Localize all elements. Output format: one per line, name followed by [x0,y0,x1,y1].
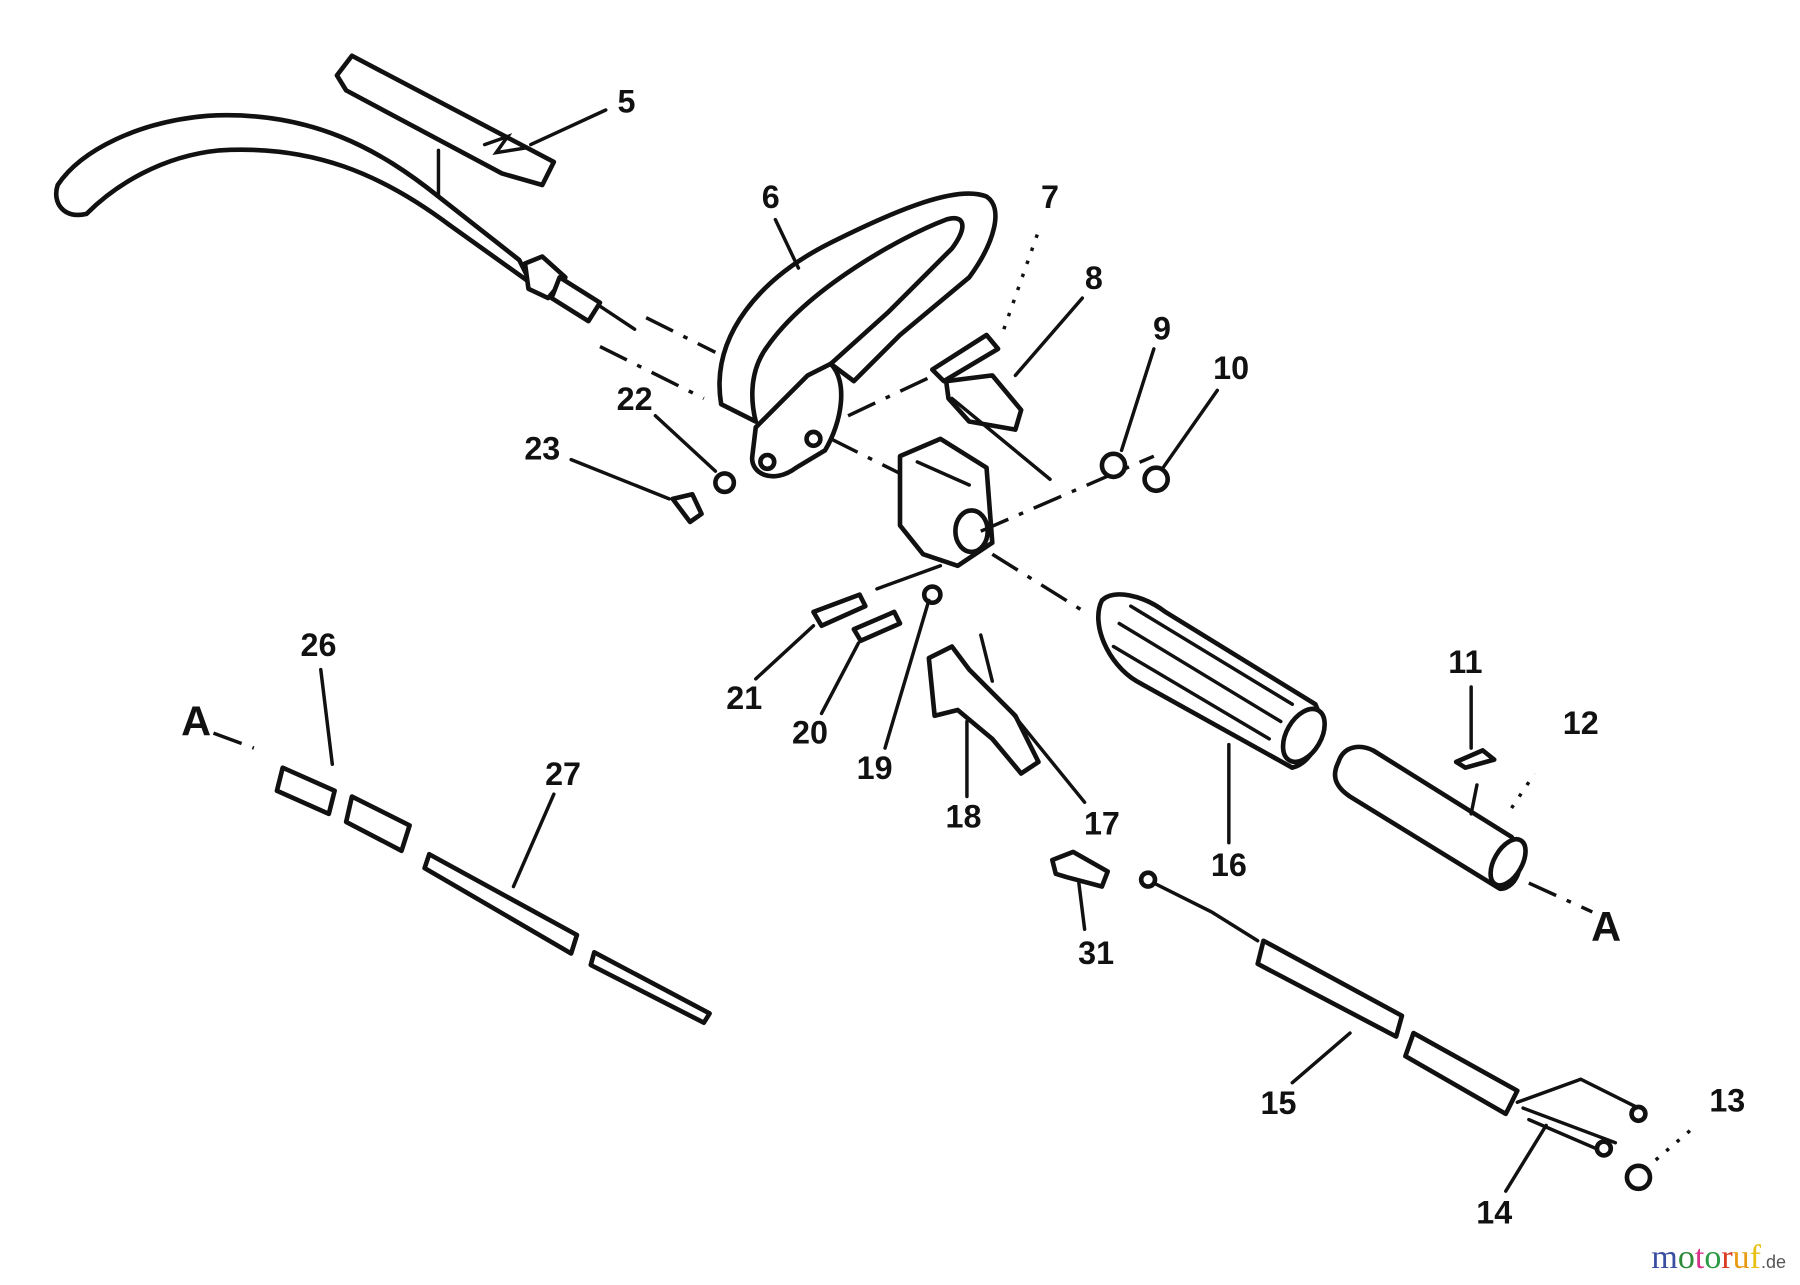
callout-18: 18 [945,799,981,835]
callout-16: 16 [1211,847,1247,883]
bolt-part [930,332,1001,384]
callout-26: 26 [300,627,336,663]
callout-27: 27 [545,756,581,792]
sleeve-part [343,794,412,854]
screw-part [811,592,868,629]
callout-8: 8 [1085,260,1103,296]
callout-31: 31 [1078,935,1114,971]
trigger-part [926,644,1041,776]
callout-13: 13 [1709,1083,1745,1119]
watermark-letter: o [1677,1239,1695,1276]
callout-20: 20 [792,714,828,750]
callout-a-right: A [1591,903,1621,950]
tube-part [1332,744,1528,892]
watermark-letter: m [1651,1239,1678,1276]
nut-part [1142,465,1170,494]
washer-part [921,584,943,605]
callout-23: 23 [524,431,560,467]
watermark-letter: t [1694,1239,1705,1276]
watermark-suffix: .de [1760,1252,1786,1272]
callout-10: 10 [1213,350,1249,386]
throttle-housing-part [897,436,995,569]
watermark-letter: o [1704,1239,1722,1276]
callout-5: 5 [618,83,636,119]
washer-part [713,471,737,495]
callout-15: 15 [1260,1085,1296,1121]
nut-part [1624,1163,1653,1192]
watermark-letter: r [1721,1239,1733,1276]
switch-part [943,373,1024,432]
grip-part [1096,592,1327,770]
leader-lines [319,108,1548,1193]
drive-shaft-part [422,851,580,956]
drive-shaft-part [588,950,712,1025]
cable-part [1138,870,1648,1158]
stopper-part [1049,849,1110,889]
callout-6: 6 [762,179,780,215]
centerline [599,316,717,401]
watermark-logo: motoruf.de [1651,1239,1786,1277]
sleeve-part [274,765,337,817]
callout-7: 7 [1041,179,1059,215]
screw-part [670,491,704,525]
screw-part [851,609,903,644]
watermark-letter: f [1749,1239,1761,1276]
watermark-letter: u [1732,1239,1750,1276]
callout-a-left: A [181,697,211,744]
callout-17: 17 [1084,806,1120,842]
callout-12: 12 [1563,705,1599,741]
loop-handle-part [717,191,998,479]
callout-21: 21 [726,680,762,716]
handle-bar-part [54,112,637,331]
callout-9: 9 [1153,311,1171,347]
washer-part [1099,451,1128,480]
callout-19: 19 [857,750,893,786]
callout-22: 22 [617,381,653,417]
key-part [1453,748,1497,770]
callout-14: 14 [1476,1194,1512,1230]
callout-11: 11 [1448,644,1482,680]
